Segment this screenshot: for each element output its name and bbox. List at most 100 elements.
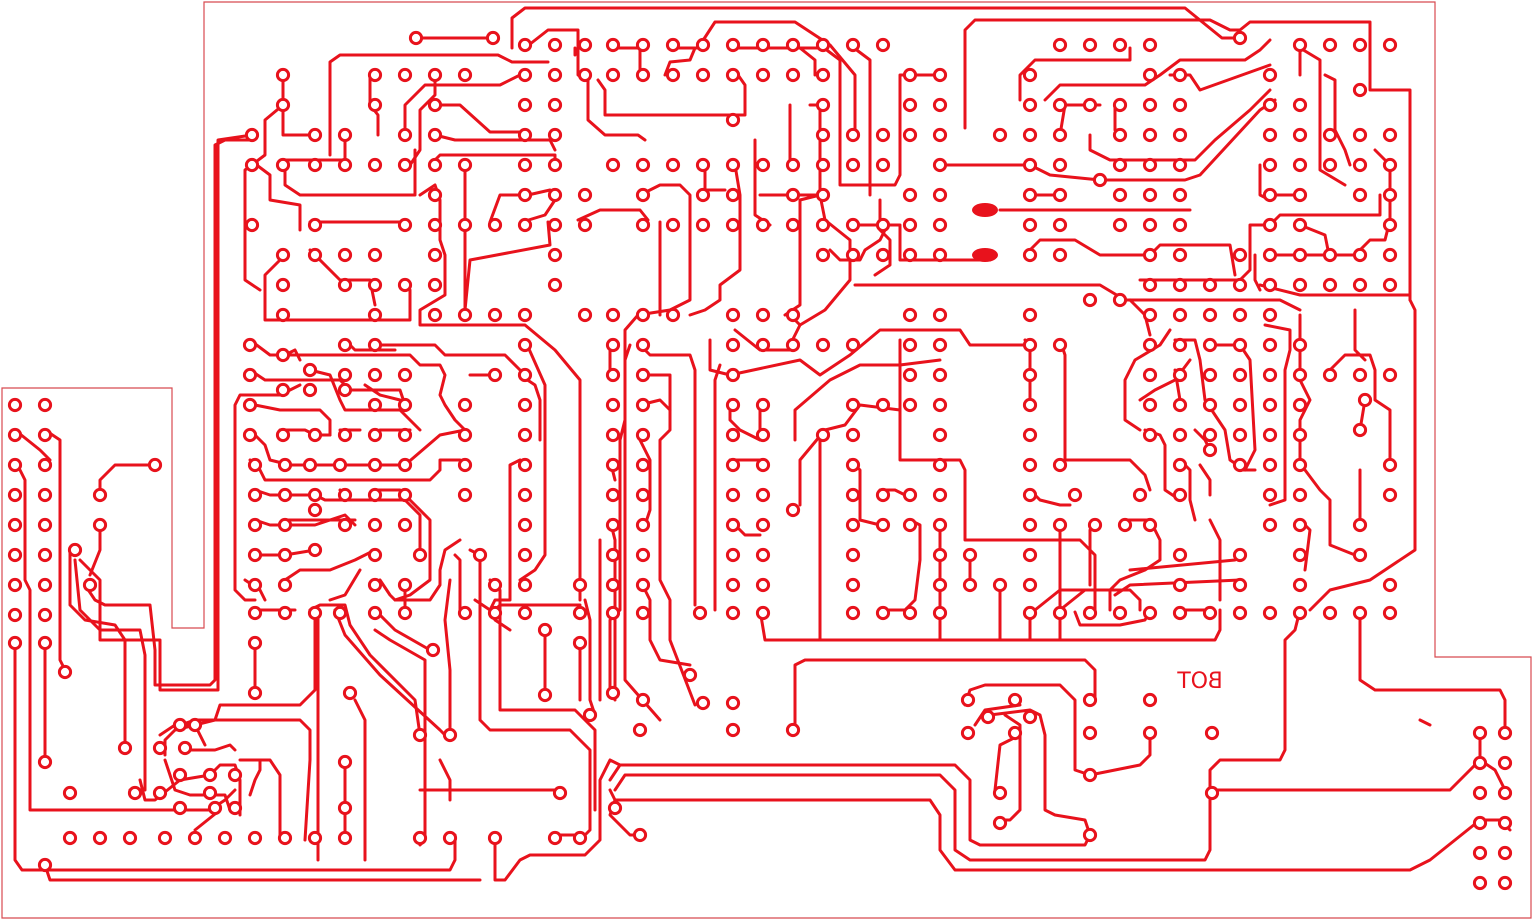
- pad: [635, 577, 651, 593]
- pad: [1142, 427, 1158, 443]
- pad: [244, 217, 260, 233]
- pad: [1292, 427, 1308, 443]
- pad: [1022, 127, 1038, 143]
- pad: [635, 217, 651, 233]
- pad: [902, 337, 918, 353]
- pad: [457, 397, 473, 413]
- pad: [902, 127, 918, 143]
- pad: [37, 487, 53, 503]
- pad: [92, 830, 108, 846]
- pad: [547, 830, 563, 846]
- pad: [425, 642, 441, 658]
- pad: [367, 427, 383, 443]
- pad: [725, 67, 741, 83]
- pad: [442, 830, 458, 846]
- pad: [457, 157, 473, 173]
- pad: [1142, 217, 1158, 233]
- pad: [1022, 217, 1038, 233]
- pad: [1352, 82, 1368, 98]
- pad: [785, 307, 801, 323]
- pad: [427, 217, 443, 233]
- pad: [367, 547, 383, 563]
- pad: [1382, 605, 1398, 621]
- pad: [902, 217, 918, 233]
- pad: [755, 157, 771, 173]
- pad: [427, 247, 443, 263]
- pad: [1142, 367, 1158, 383]
- pad: [845, 577, 861, 593]
- pad: [725, 157, 741, 173]
- pad: [1022, 187, 1038, 203]
- pad: [1142, 692, 1158, 708]
- pad: [1262, 337, 1278, 353]
- pad: [275, 427, 291, 443]
- pad: [1052, 517, 1068, 533]
- pad: [1082, 767, 1098, 783]
- pad: [845, 337, 861, 353]
- pad: [62, 785, 78, 801]
- pad: [845, 157, 861, 173]
- pad: [1292, 187, 1308, 203]
- pad: [57, 664, 73, 680]
- pad: [397, 457, 413, 473]
- pad: [1382, 487, 1398, 503]
- pad: [1472, 845, 1488, 861]
- pad: [517, 127, 533, 143]
- pad: [337, 800, 353, 816]
- pad: [517, 67, 533, 83]
- pad: [487, 577, 503, 593]
- pad: [635, 605, 651, 621]
- pad: [785, 157, 801, 173]
- pad: [992, 127, 1008, 143]
- pad: [367, 277, 383, 293]
- pad: [725, 487, 741, 503]
- pad: [1232, 457, 1248, 473]
- pad: [1292, 517, 1308, 533]
- pad: [902, 367, 918, 383]
- pad: [1322, 367, 1338, 383]
- pad: [1142, 517, 1158, 533]
- pad: [1322, 157, 1338, 173]
- pad: [605, 367, 621, 383]
- pad: [845, 487, 861, 503]
- pad: [275, 247, 291, 263]
- pad: [695, 67, 711, 83]
- pad: [37, 517, 53, 533]
- pad: [277, 457, 293, 473]
- pad: [1052, 247, 1068, 263]
- pad: [1352, 37, 1368, 53]
- pad: [725, 112, 741, 128]
- pad: [457, 217, 473, 233]
- pad: [902, 487, 918, 503]
- pad: [1022, 97, 1038, 113]
- layer-label: BOT: [1177, 669, 1223, 694]
- pad: [695, 157, 711, 173]
- pad: [1292, 37, 1308, 53]
- pad: [1007, 692, 1023, 708]
- pad: [992, 785, 1008, 801]
- pad: [902, 517, 918, 533]
- pad: [487, 307, 503, 323]
- pad: [247, 605, 263, 621]
- pad: [302, 362, 318, 378]
- pad: [635, 337, 651, 353]
- pad: [487, 367, 503, 383]
- pad: [1052, 157, 1068, 173]
- pad: [427, 67, 443, 83]
- pad: [92, 487, 108, 503]
- pad: [517, 427, 533, 443]
- pad: [1172, 577, 1188, 593]
- pad: [695, 217, 711, 233]
- pad: [635, 517, 651, 533]
- pad: [1092, 172, 1108, 188]
- pads: [7, 30, 1513, 891]
- pad: [1232, 397, 1248, 413]
- oval-pads: [972, 203, 998, 262]
- pad: [1112, 157, 1128, 173]
- pad: [1262, 247, 1278, 263]
- pad: [725, 605, 741, 621]
- pad: [577, 67, 593, 83]
- pad: [932, 127, 948, 143]
- pad: [785, 187, 801, 203]
- pad: [337, 337, 353, 353]
